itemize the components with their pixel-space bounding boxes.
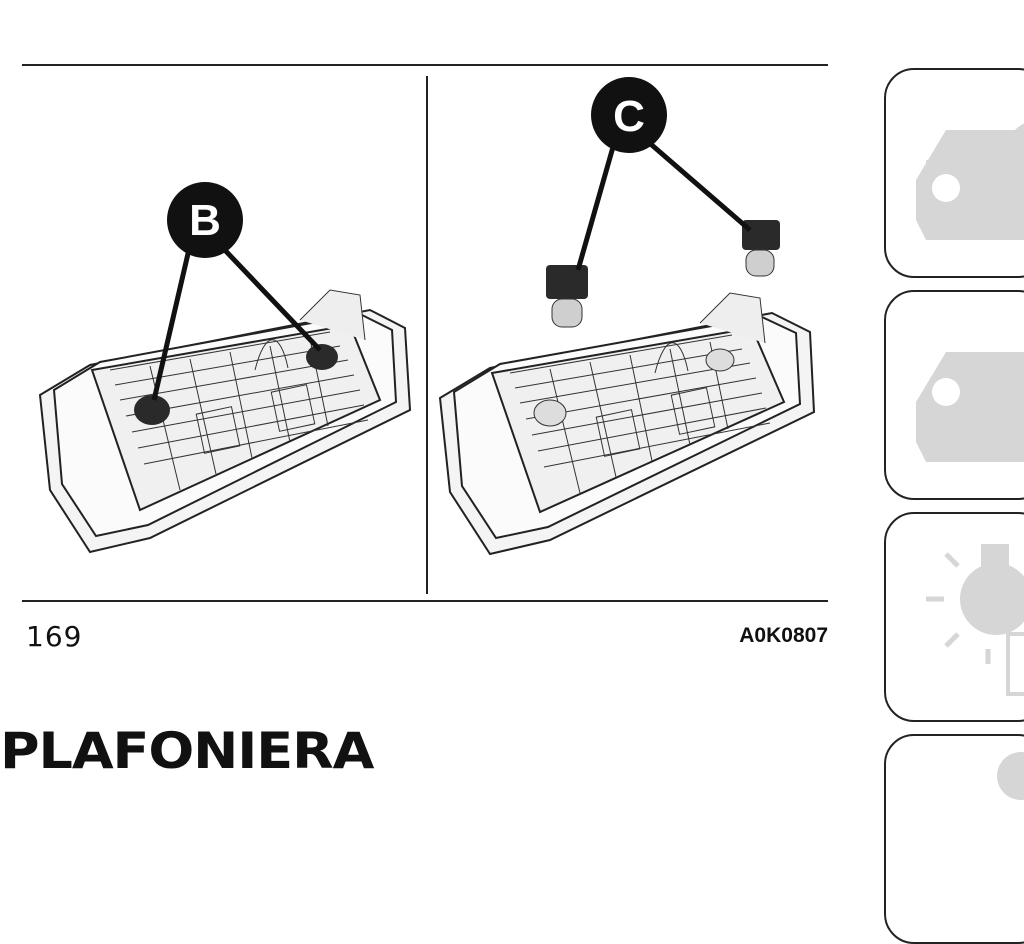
- figure-code: A0K0807: [739, 624, 828, 647]
- circuit-board-right: [509, 292, 771, 494]
- side-tab-3[interactable]: [884, 512, 1024, 722]
- svg-text:B: B: [189, 196, 221, 245]
- figure-divider: [426, 76, 428, 594]
- removed-bulb-right: [742, 220, 780, 277]
- light-bulb-icon: [926, 544, 1024, 696]
- housing-outline-right: [438, 311, 816, 556]
- top-rule: [22, 64, 828, 66]
- callout-lines-c: [575, 138, 752, 271]
- callout-lines-b: [151, 243, 322, 401]
- bottom-rule: [22, 600, 828, 602]
- callout-badge-c: C: [591, 77, 667, 153]
- side-tab-1[interactable]: [884, 68, 1024, 278]
- partial-tab-icon: [997, 752, 1024, 800]
- ceiling-light-illustration-left: B: [38, 182, 412, 554]
- car-with-gauge-icon: [916, 123, 1024, 240]
- removed-bulb-left: [546, 265, 588, 328]
- ceiling-light-illustration-right: C: [438, 77, 816, 556]
- callout-badge-b: B: [167, 182, 243, 258]
- car-icon: [916, 352, 1024, 462]
- circuit-board-left: [109, 289, 369, 491]
- side-tab-2[interactable]: [884, 290, 1024, 500]
- lamp-socket-b: [134, 344, 338, 425]
- figure-number: 169: [26, 620, 83, 653]
- side-tab-4[interactable]: [884, 734, 1024, 944]
- section-title: PLAFONIERA: [0, 722, 374, 780]
- svg-text:C: C: [613, 92, 645, 141]
